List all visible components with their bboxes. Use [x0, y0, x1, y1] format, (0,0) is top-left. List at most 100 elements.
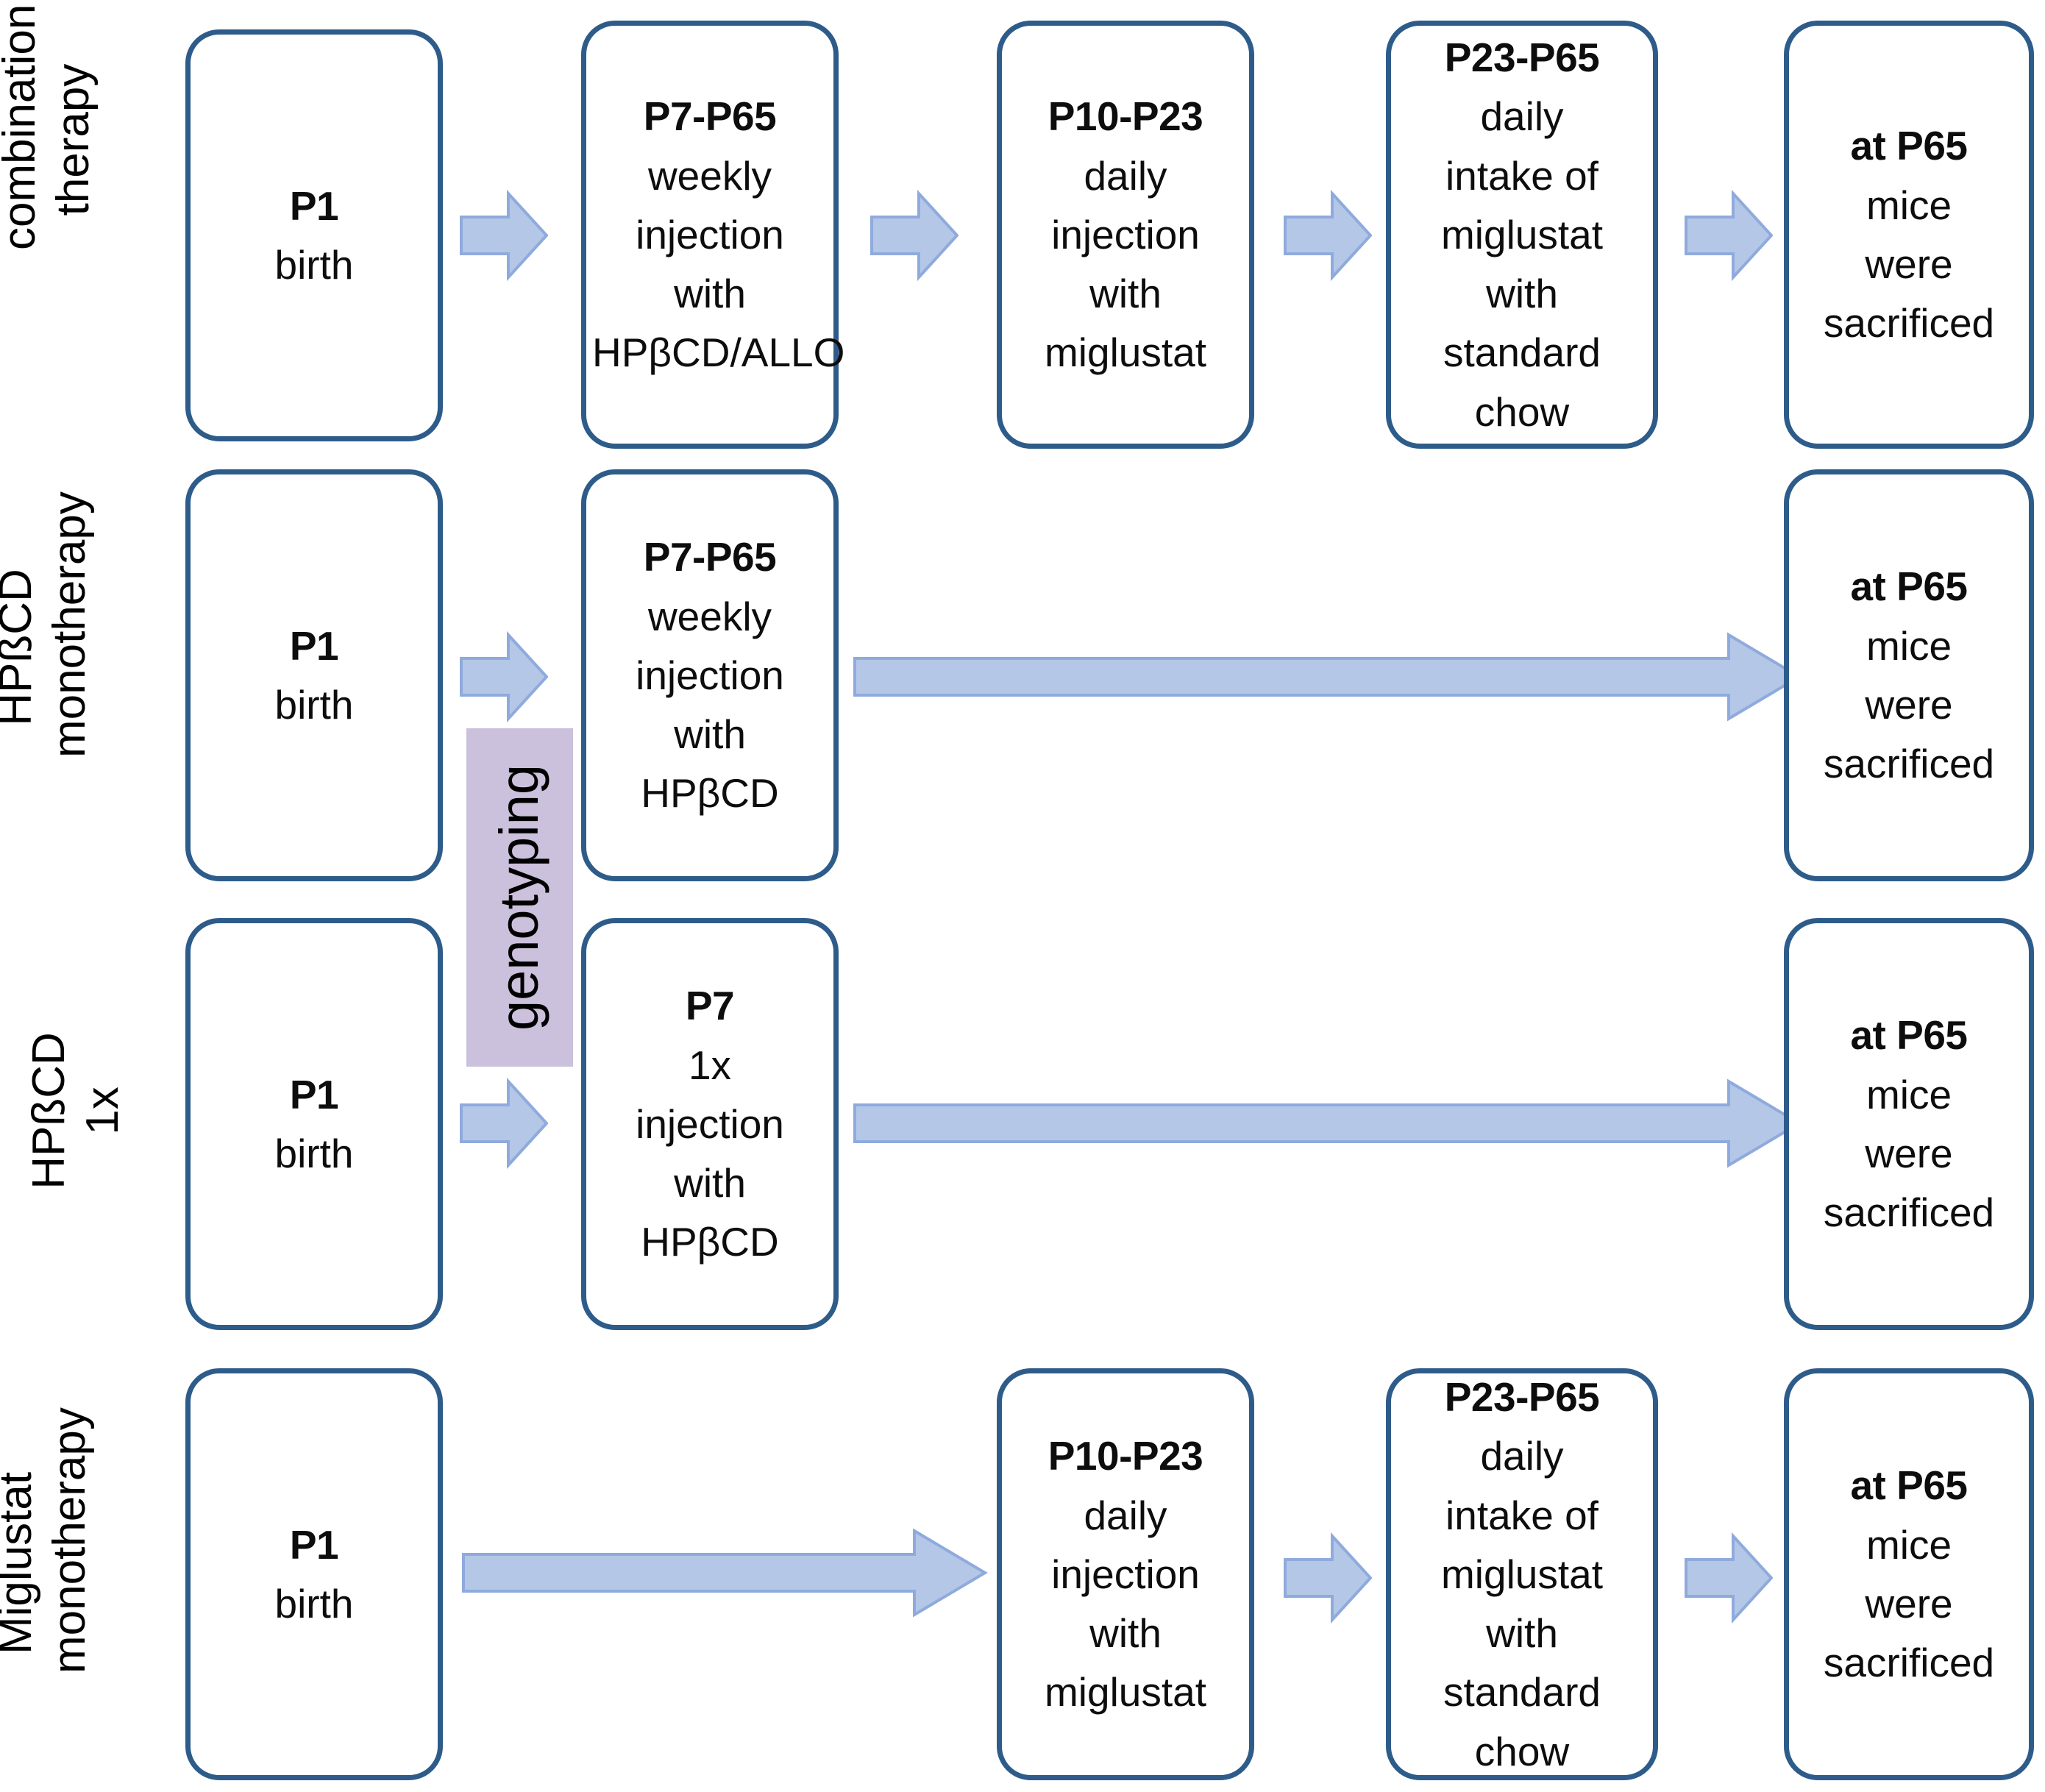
step-line: sacrificed [1823, 741, 1995, 787]
step-box-hpbcd-mono-sacrificed[interactable]: at P65 mice were sacrificed [1784, 469, 2034, 881]
arrow-hpbcd-1x-1 [460, 1075, 549, 1171]
row-label-line: monotherapy [44, 491, 96, 758]
step-box-combination-daily-intake[interactable]: P23-P65 daily intake of miglustat with s… [1386, 21, 1658, 449]
step-line: with [1486, 271, 1558, 317]
arrow-combination-4 [1685, 188, 1774, 283]
step-line: injection [1051, 1551, 1200, 1597]
step-line: with [674, 1160, 746, 1206]
step-box-miglustat-birth[interactable]: P1 birth [185, 1368, 443, 1780]
step-line: P23-P65 [1444, 1373, 1600, 1420]
step-line: daily [1480, 1433, 1564, 1479]
step-line: at P65 [1850, 123, 1968, 169]
step-box-miglustat-daily-injection[interactable]: P10-P23 daily injection with miglustat [997, 1368, 1254, 1780]
step-line: were [1865, 682, 1953, 728]
step-line: weekly [647, 152, 772, 199]
step-line: at P65 [1850, 1462, 1968, 1509]
step-line: miglustat [1440, 211, 1604, 257]
step-line: P7-P65 [643, 93, 777, 140]
step-line: birth [274, 242, 354, 288]
step-line: P7-P65 [643, 534, 777, 580]
step-box-hpbcd-1x-single-injection[interactable]: P7 1x injection with HPβCD [581, 918, 839, 1330]
step-line: P1 [289, 1071, 339, 1117]
row-label-line: combination [0, 4, 45, 250]
step-line: miglustat [1044, 1669, 1207, 1715]
row-label-line: 1x [77, 1087, 129, 1135]
step-line: sacrificed [1823, 300, 1995, 346]
step-line: mice [1866, 1071, 1952, 1117]
step-line: with [1089, 271, 1162, 317]
arrow-hpbcd-mono-1 [460, 629, 549, 725]
step-line: sacrificed [1823, 1190, 1995, 1236]
step-box-combination-sacrificed[interactable]: at P65 mice were sacrificed [1784, 21, 2034, 449]
step-line: at P65 [1850, 563, 1968, 610]
step-box-combination-daily-injection[interactable]: P10-P23 daily injection with miglustat [997, 21, 1254, 449]
step-line: with [674, 271, 746, 317]
step-line: miglustat [1440, 1551, 1604, 1597]
step-line: weekly [647, 593, 772, 639]
step-line: HPβCD [641, 770, 779, 817]
step-box-hpbcd-mono-weekly-injection[interactable]: P7-P65 weekly injection with HPβCD [581, 469, 839, 881]
step-line: P10-P23 [1048, 93, 1203, 140]
step-line: were [1865, 241, 1953, 287]
step-line: HPβCD/ALLO [592, 330, 845, 376]
arrow-hpbcd-1x-long [853, 1075, 1802, 1171]
step-line: intake of [1445, 152, 1598, 199]
step-line: sacrificed [1823, 1640, 1995, 1686]
genotyping-label: genotyping [488, 764, 550, 1031]
step-line: intake of [1445, 1492, 1598, 1538]
step-line: P7 [685, 983, 735, 1029]
step-line: P1 [289, 622, 339, 669]
row-label-line: HPßCD [0, 569, 41, 726]
step-line: chow [1474, 388, 1570, 435]
step-line: standard [1443, 330, 1601, 376]
row-label-line: therapy [48, 63, 99, 216]
step-line: birth [274, 1581, 354, 1626]
row-label-combination-therapy: combination therapy [0, 4, 99, 250]
step-line: with [1486, 1610, 1558, 1657]
step-box-miglustat-daily-intake[interactable]: P23-P65 daily intake of miglustat with s… [1386, 1368, 1658, 1780]
step-box-hpbcd-mono-birth[interactable]: P1 birth [185, 469, 443, 881]
step-line: injection [636, 211, 784, 257]
step-line: 1x [688, 1042, 732, 1088]
arrow-combination-2 [870, 188, 959, 283]
arrow-miglustat-3 [1685, 1530, 1774, 1626]
step-line: P1 [289, 182, 339, 229]
arrow-combination-3 [1284, 188, 1373, 283]
step-box-combination-weekly-injection[interactable]: P7-P65 weekly injection with HPβCD/ALLO [581, 21, 845, 449]
step-line: were [1865, 1581, 1953, 1626]
arrow-hpbcd-mono-long [853, 629, 1802, 725]
row-label-hpbcd-1x: HPßCD 1x [22, 1000, 128, 1221]
step-line: daily [1480, 93, 1564, 140]
row-label-line: Miglustat [0, 1471, 41, 1655]
step-line: standard [1443, 1669, 1601, 1715]
step-line: miglustat [1044, 330, 1207, 376]
step-box-combination-birth[interactable]: P1 birth [185, 29, 443, 441]
arrow-miglustat-long [462, 1525, 988, 1621]
step-line: mice [1866, 1521, 1952, 1568]
row-label-line: monotherapy [44, 1407, 96, 1674]
step-box-hpbcd-1x-birth[interactable]: P1 birth [185, 918, 443, 1330]
step-line: with [1089, 1610, 1162, 1657]
step-line: injection [1051, 211, 1200, 257]
arrow-combination-1 [460, 188, 549, 283]
step-line: with [674, 711, 746, 758]
step-line: at P65 [1850, 1012, 1968, 1059]
step-line: birth [274, 1131, 354, 1176]
arrow-miglustat-2 [1284, 1530, 1373, 1626]
genotyping-band: genotyping [466, 728, 573, 1067]
step-box-hpbcd-1x-sacrificed[interactable]: at P65 mice were sacrificed [1784, 918, 2034, 1330]
step-line: daily [1084, 1492, 1167, 1538]
row-label-hpbcd-monotherapy: HPßCD monotherapy [0, 491, 95, 758]
step-line: HPβCD [641, 1219, 779, 1265]
step-line: mice [1866, 182, 1952, 228]
step-line: daily [1084, 152, 1167, 199]
step-box-miglustat-sacrificed[interactable]: at P65 mice were sacrificed [1784, 1368, 2034, 1780]
step-line: P1 [289, 1521, 339, 1568]
step-line: P23-P65 [1444, 34, 1600, 80]
step-line: were [1865, 1131, 1953, 1176]
step-line: mice [1866, 622, 1952, 669]
step-line: injection [636, 1101, 784, 1147]
row-label-miglustat-monotherapy: Miglustat monotherapy [0, 1407, 95, 1674]
row-label-line: HPßCD [24, 1032, 74, 1190]
